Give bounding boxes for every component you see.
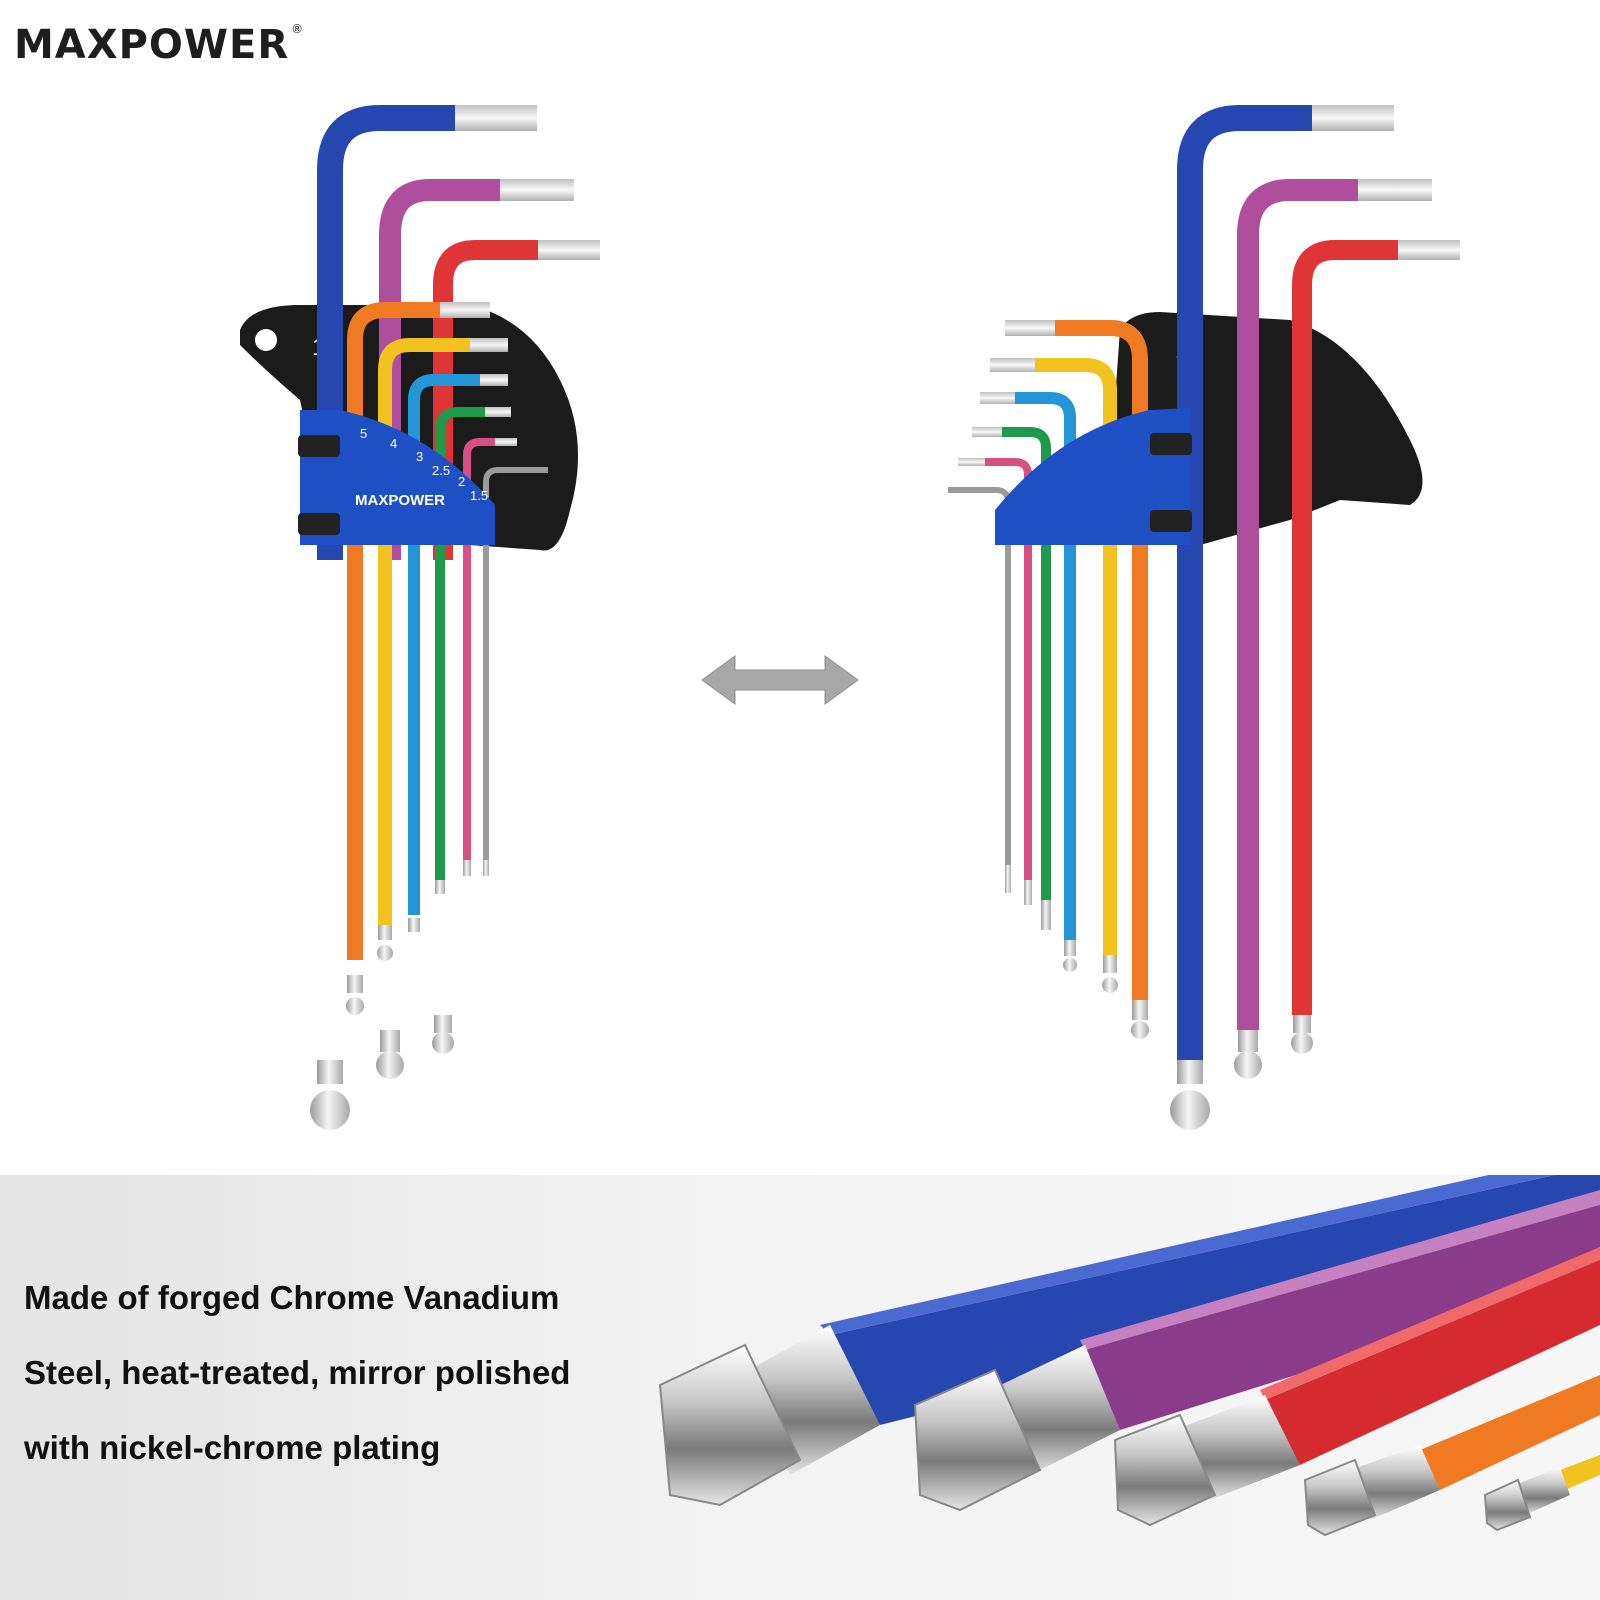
- closeup-key-red: [1113, 1247, 1600, 1527]
- brand-logo: MAXPOWER®: [14, 22, 304, 68]
- right-key-red-6mm: [1291, 240, 1460, 1054]
- left-key-purple-8mm: [376, 179, 574, 1079]
- left-blue-holder: [300, 410, 495, 545]
- left-holder-label-2: 2: [458, 474, 465, 489]
- ball-end-closeup: [658, 1175, 1600, 1537]
- right-key-purple-8mm: [1234, 179, 1432, 1079]
- left-key-red-6mm: [432, 240, 600, 1054]
- closeup-key-blue: [658, 1175, 1600, 1507]
- left-key-lightblue-3mm: [408, 374, 508, 932]
- left-key-grey-1.5mm: [483, 467, 548, 876]
- right-key-yellow-4mm: [990, 358, 1118, 993]
- left-holder-label-1.5: 1.5: [470, 488, 488, 503]
- right-key-grey-1.5mm: [948, 487, 1011, 893]
- left-key-yellow-4mm: [377, 338, 508, 961]
- closeup-key-purple: [913, 1190, 1600, 1512]
- left-holder-label-5: 5: [360, 426, 367, 441]
- feature-description: Made of forged Chrome Vanadium Steel, he…: [24, 1277, 644, 1502]
- left-key-blue-10mm: [310, 105, 537, 1130]
- left-key-green-2.5mm: [435, 407, 511, 894]
- right-key-green-2.5mm: [972, 427, 1051, 930]
- left-hex-key-set: 10: [240, 105, 600, 1130]
- left-holder-brand: MAXPOWER: [355, 492, 445, 509]
- double-arrow-icon: [701, 655, 859, 705]
- product-scene: 10: [240, 105, 1460, 1130]
- left-holder-hole: [255, 329, 277, 351]
- left-holder-label-2.5: 2.5: [432, 463, 450, 478]
- closeup-key-orange: [1303, 1375, 1600, 1537]
- right-blue-holder: [995, 408, 1190, 545]
- left-key-orange-5mm: [346, 302, 490, 1015]
- left-key-pink-2mm: [463, 438, 517, 876]
- right-key-orange-5mm: [1005, 320, 1149, 1039]
- left-holder-label-4: 4: [390, 436, 397, 451]
- feature-line-2: Steel, heat-treated, mirror polished: [24, 1354, 571, 1391]
- right-key-lightblue-3mm: [980, 392, 1077, 972]
- feature-line-3: with nickel-chrome plating: [24, 1429, 441, 1466]
- closeup-key-yellow: [1483, 1455, 1600, 1532]
- left-holder-label-3: 3: [416, 449, 423, 464]
- registered-mark: ®: [291, 22, 305, 36]
- brand-logo-text: MAXPOWER: [14, 22, 290, 68]
- right-key-blue-10mm: [1170, 105, 1394, 1130]
- feature-line-1: Made of forged Chrome Vanadium: [24, 1279, 560, 1316]
- right-hex-key-set: 10 8 6: [948, 105, 1460, 1130]
